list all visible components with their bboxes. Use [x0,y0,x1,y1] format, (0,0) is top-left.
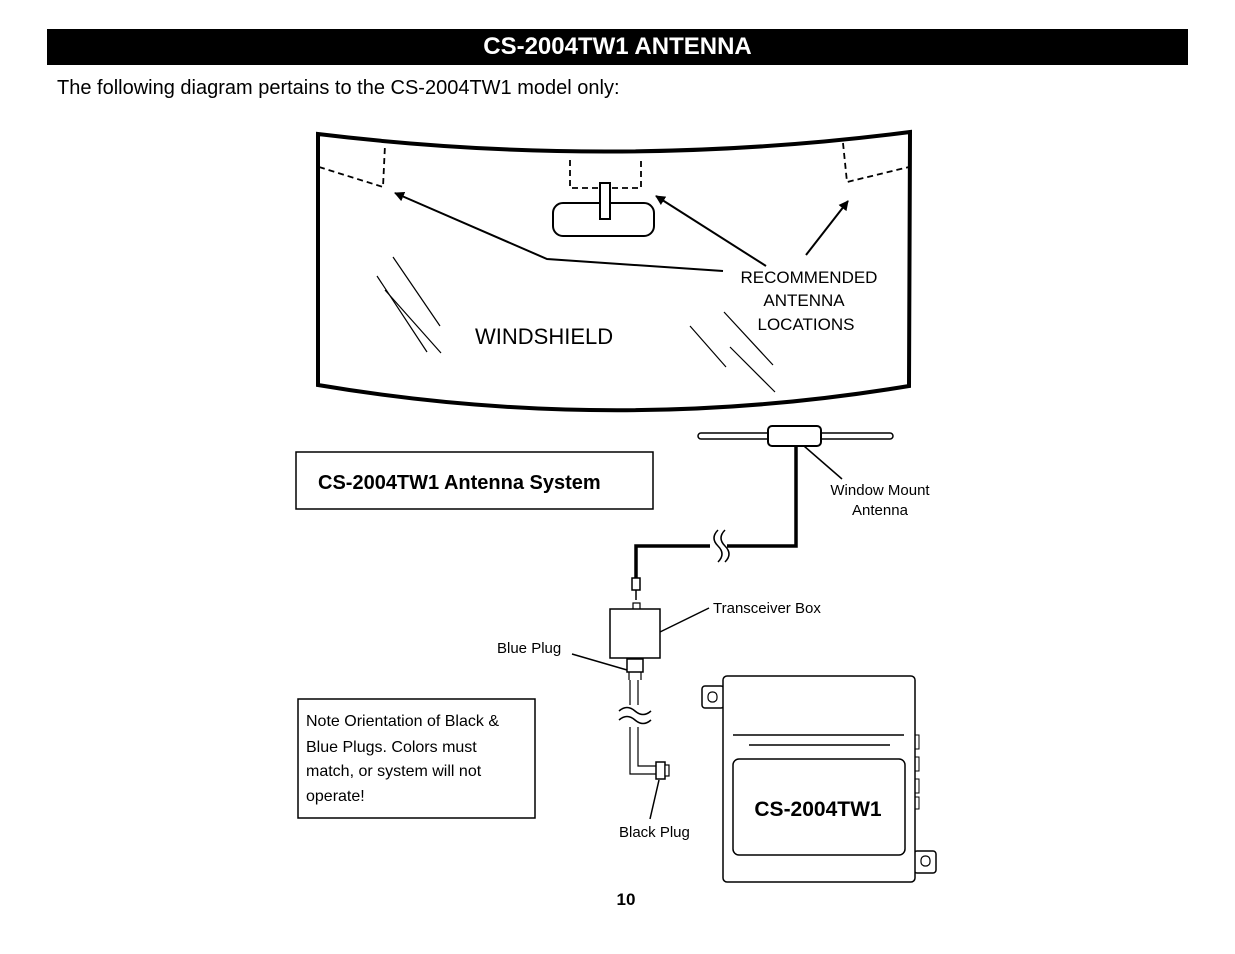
note-line-1: Note Orientation of Black & [306,713,499,730]
glare-lines [376,256,776,393]
system-label-box: CS-2004TW1 Antenna System [295,451,654,510]
note-box: Note Orientation of Black & Blue Plugs. … [297,698,536,819]
windshield: WINDSHIELD RECOMMENDED ANTENNA LOCATIONS [316,129,913,413]
location-arrows [394,191,849,272]
window-mount-line-1: Window Mount [830,482,930,499]
antenna-connector-icon [631,577,641,600]
note-line-2: Blue Plugs. Colors must [306,739,477,756]
note-line-3: match, or system will not [306,763,482,780]
recommended-line-3: LOCATIONS [758,315,855,334]
blue-plug-icon [571,653,644,680]
note-line-4: operate! [306,788,365,805]
transceiver-label: Transceiver Box [713,600,821,617]
black-plug-label: Black Plug [619,824,690,841]
module-label: CS-2004TW1 [754,798,882,821]
system-box-label: CS-2004TW1 Antenna System [318,472,601,494]
transceiver-box-icon [609,602,710,659]
page-number: 10 [616,890,636,909]
recommended-line-1: RECOMMENDED [741,268,878,287]
intro-text: The following diagram pertains to the CS… [57,77,620,99]
window-mount-antenna-icon [697,425,894,480]
antenna-cable [634,446,798,578]
window-mount-line-2: Antenna [852,502,909,519]
blue-plug-label: Blue Plug [497,640,561,657]
cable-break-icon [713,529,730,563]
cs-2004tw1-module-icon: CS-2004TW1 [701,675,937,883]
black-plug-icon [649,761,670,820]
page-title: CS-2004TW1 ANTENNA [47,29,1188,65]
harness-break-icon [618,706,652,725]
windshield-label: WINDSHIELD [475,324,613,349]
recommended-line-2: ANTENNA [763,291,845,310]
rear-view-mirror-icon [552,182,655,237]
harness-cable [629,680,656,775]
